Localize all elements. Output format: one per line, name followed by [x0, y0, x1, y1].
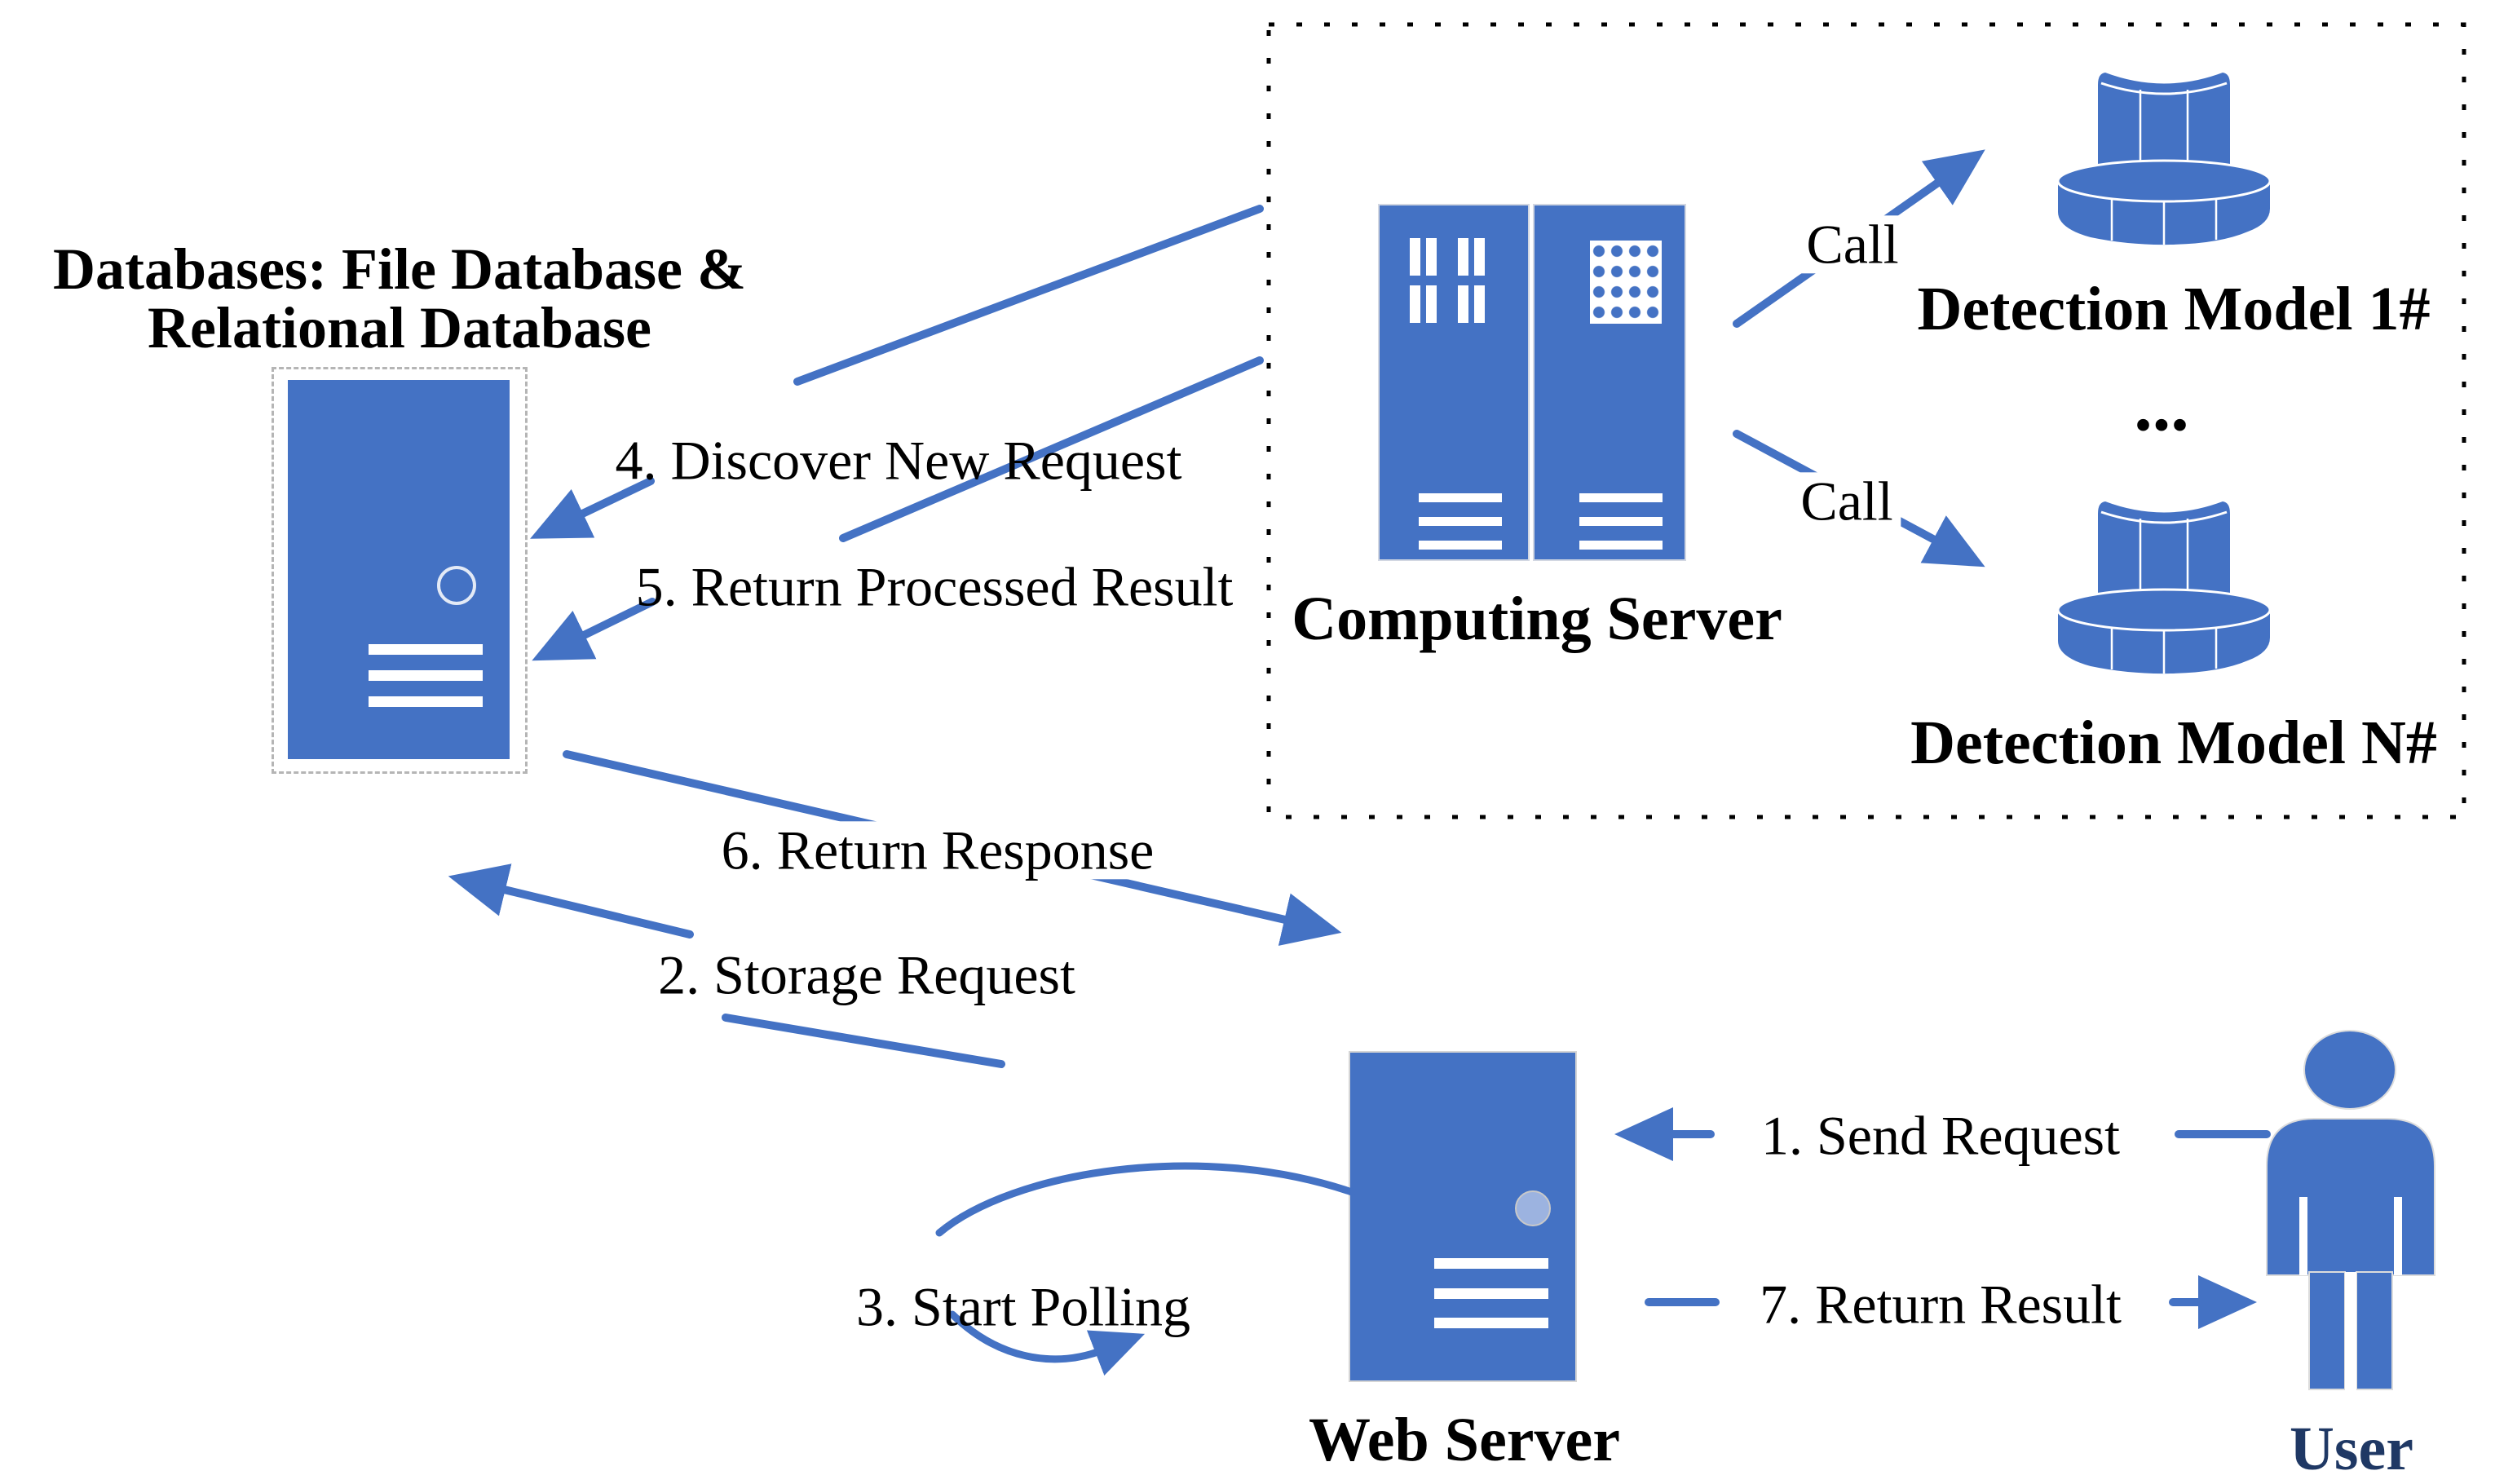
detection-model-1-icon — [2056, 71, 2272, 246]
web-server-icon — [1349, 1051, 1577, 1382]
vent-slit — [1458, 238, 1468, 276]
arrow-step2-segment — [722, 1014, 1005, 1068]
user-label: User — [2290, 1415, 2413, 1484]
web-server-power-button-icon — [1515, 1190, 1551, 1226]
databases-title-line2: Relational Database — [148, 295, 651, 360]
database-vent-line — [369, 644, 483, 655]
vent-slit — [1426, 238, 1437, 276]
database-power-button-icon — [437, 566, 476, 605]
databases-title: Databases: File Database & Relational Da… — [53, 240, 746, 357]
rack-line — [1579, 541, 1663, 550]
detection-model-n-icon — [2056, 500, 2272, 675]
vent-slit — [1410, 238, 1420, 276]
database-server-icon — [288, 380, 510, 759]
arrow-step4-head — [530, 477, 655, 539]
databases-title-line1: Databases: File Database & — [53, 236, 746, 302]
database-vent-line — [369, 696, 483, 707]
web-server-vent-line — [1434, 1258, 1548, 1269]
step7-label: 7. Return Result — [1760, 1273, 2122, 1336]
detection-model-n-label: Detection Model N# — [1910, 709, 2437, 778]
web-server-vent-line — [1434, 1288, 1548, 1299]
step5-label: 5. Return Processed Result — [635, 555, 1234, 618]
step4-label: 4. Discover New Request — [615, 429, 1182, 492]
vent-slit — [1426, 285, 1437, 323]
rack-line — [1579, 517, 1663, 526]
arrow-step4-segment — [793, 205, 1264, 386]
computing-cluster-dotted-border — [1266, 22, 2466, 819]
database-vent-line — [369, 670, 483, 681]
vent-slit — [1458, 285, 1468, 323]
rack-line — [1579, 493, 1663, 502]
web-server-label: Web Server — [1308, 1406, 1621, 1475]
vent-slit — [1474, 238, 1485, 276]
user-icon — [2266, 1030, 2435, 1390]
rack-line — [1419, 517, 1502, 526]
step1-label: 1. Send Request — [1760, 1104, 2121, 1167]
computing-server-left-tower — [1378, 204, 1530, 561]
call-label-upper: Call — [1798, 214, 1907, 274]
polling-loop-curve-bottom — [948, 1310, 1146, 1376]
call-label-lower: Call — [1792, 471, 1901, 531]
user-icon-arm-slits — [2299, 1197, 2402, 1391]
rack-line — [1419, 541, 1502, 550]
step3-label: 3. Start Polling — [856, 1275, 1190, 1338]
rack-line — [1419, 493, 1502, 502]
arrow-step2-head — [448, 863, 694, 939]
led-dot-panel-icon — [1590, 241, 1662, 324]
step6-label: 6. Return Response — [711, 820, 1164, 880]
step2-label: 2. Storage Request — [658, 943, 1075, 1006]
computing-server-label: Computing Server — [1292, 585, 1782, 654]
vent-slit — [1410, 285, 1420, 323]
arrow-step5-head — [532, 598, 656, 661]
models-ellipsis: ... — [2134, 365, 2189, 446]
arrow-step5-segment — [839, 356, 1264, 542]
computing-server-icon — [1378, 204, 1686, 561]
polling-loop-curve-top — [935, 1162, 1356, 1237]
web-server-vent-line — [1434, 1318, 1548, 1328]
database-selection-border — [272, 367, 528, 774]
detection-model-1-label: Detection Model 1# — [1917, 275, 2431, 344]
computing-server-right-tower — [1533, 204, 1686, 561]
vent-slit — [1474, 285, 1485, 323]
